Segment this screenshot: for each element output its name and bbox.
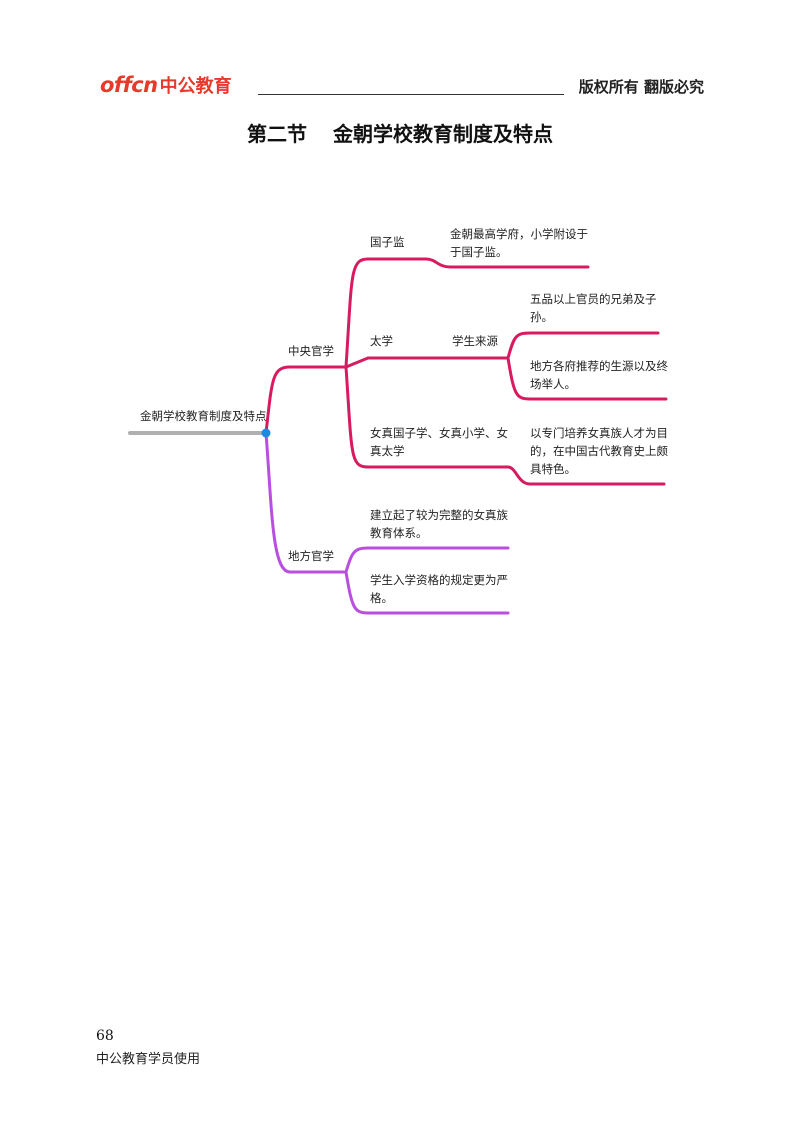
logo-cn: 中公教育 bbox=[159, 76, 232, 97]
taixue-connector bbox=[344, 356, 510, 369]
taixue-label: 太学 bbox=[370, 334, 393, 348]
copyright-notice: 版权所有 翻版必究 bbox=[578, 78, 704, 96]
section-number: 第二节 bbox=[247, 122, 307, 146]
local-item2-connector bbox=[344, 570, 510, 615]
logo-en: offcn bbox=[100, 73, 158, 97]
local-item1-line-1: 建立起了较为完整的女真族 bbox=[370, 508, 508, 522]
local-item2-line-1: 学生入学资格的规定更为严 bbox=[370, 573, 508, 587]
local-item1-line-2: 教育体系。 bbox=[370, 526, 428, 540]
page-number: 68 bbox=[96, 1028, 114, 1044]
source1-connector bbox=[506, 331, 660, 360]
root-label: 金朝学校教育制度及特点 bbox=[140, 409, 267, 423]
source2-line-2: 场举人。 bbox=[530, 377, 576, 391]
local-label: 地方官学 bbox=[288, 549, 334, 563]
nuzhen-label-1: 女真国子学、女真小学、女 bbox=[370, 426, 508, 440]
guozijian-desc-1: 金朝最高学府，小学附设于 bbox=[450, 227, 588, 241]
header-rule bbox=[258, 94, 564, 95]
guozijian-label: 国子监 bbox=[370, 235, 405, 249]
nuzhen-desc-3: 具特色。 bbox=[530, 462, 576, 476]
nuzhen-desc-1: 以专门培养女真族人才为目 bbox=[530, 426, 668, 440]
guozijian-desc-2: 于国子监。 bbox=[450, 245, 508, 259]
source1-line-2: 孙。 bbox=[530, 310, 553, 324]
nuzhen-connector bbox=[344, 365, 666, 486]
guozijian-connector bbox=[344, 257, 590, 369]
central-connector bbox=[264, 365, 348, 435]
source2-line-1: 地方各府推荐的生源以及终 bbox=[530, 359, 668, 373]
root-node-dot bbox=[261, 428, 271, 438]
central-label: 中央官学 bbox=[288, 344, 334, 358]
nuzhen-desc-2: 的，在中国古代教育史上颇 bbox=[530, 444, 668, 458]
local-connector bbox=[264, 431, 348, 574]
taixue-sub-label: 学生来源 bbox=[452, 334, 498, 348]
section-heading: 金朝学校教育制度及特点 bbox=[333, 122, 553, 146]
nuzhen-label-2: 真太学 bbox=[370, 444, 405, 458]
source1-line-1: 五品以上官员的兄弟及子 bbox=[530, 292, 657, 306]
local-item1-connector bbox=[344, 546, 510, 574]
source2-connector bbox=[506, 356, 668, 401]
central-branch bbox=[264, 257, 668, 486]
page-title: 第二节 金朝学校教育制度及特点 bbox=[0, 118, 800, 147]
local-branch bbox=[264, 431, 510, 615]
local-item2-line-2: 格。 bbox=[370, 591, 393, 605]
footer-note: 中公教育学员使用 bbox=[96, 1052, 201, 1067]
